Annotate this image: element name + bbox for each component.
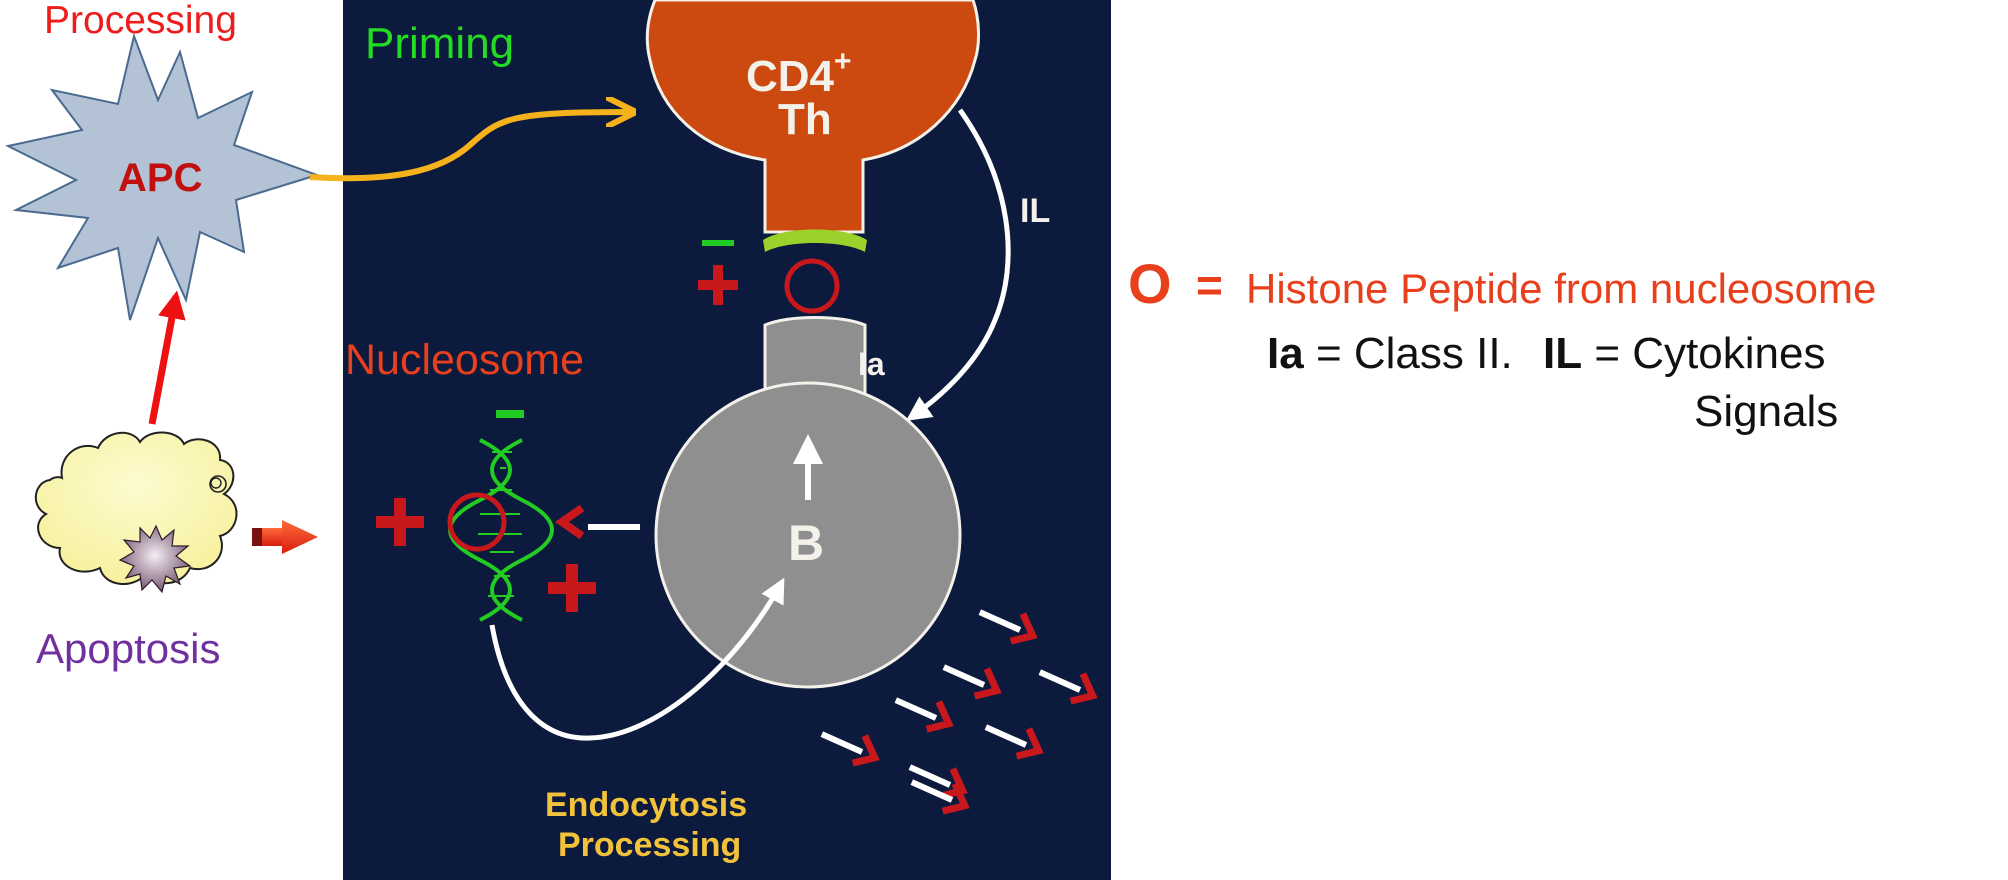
apoptosis-to-apc-arrow xyxy=(148,290,186,425)
legend-il-text: = Cytokines xyxy=(1594,329,1826,378)
processing-panel-label: Processing xyxy=(558,826,742,864)
priming-arrow xyxy=(309,112,630,182)
endocytosis-arrow xyxy=(489,577,785,741)
cd4-label: CD4+ xyxy=(746,47,852,99)
apc-label: APC xyxy=(118,156,203,200)
th-label: Th xyxy=(778,95,832,144)
nucleosome xyxy=(376,410,596,622)
free-antibodies xyxy=(820,609,1098,815)
legend-il-bold: IL xyxy=(1543,329,1583,378)
ia-label: Ia xyxy=(858,346,885,382)
apc-starburst xyxy=(5,32,321,321)
legend-signals: Signals xyxy=(1694,387,1839,436)
il-arrow xyxy=(905,108,1011,421)
b-cell-receptor xyxy=(555,504,640,540)
legend-o-equals: = xyxy=(1196,259,1223,311)
cd4-th-cell xyxy=(645,0,980,252)
endocytosis-label: Endocytosis xyxy=(545,786,748,824)
histone-peptide-top xyxy=(698,240,840,314)
legend-ia-text: = Class II. xyxy=(1315,329,1513,378)
nucleosome-label: Nucleosome xyxy=(345,336,584,384)
apoptotic-cell xyxy=(35,431,238,594)
legend-ia-bold: Ia xyxy=(1267,329,1304,378)
apoptosis-label: Apoptosis xyxy=(36,625,221,672)
b-label: B xyxy=(788,515,825,571)
b-cell xyxy=(654,316,962,689)
legend-histone-text: Histone Peptide from nucleosome xyxy=(1246,265,1877,312)
legend-o-symbol: O xyxy=(1128,252,1172,315)
apoptosis-to-panel-arrow xyxy=(252,520,318,554)
cd4-plus-superscript: + xyxy=(834,45,852,78)
processing-label: Processing xyxy=(44,0,237,42)
cd4-text: CD4 xyxy=(746,52,835,101)
priming-label: Priming xyxy=(365,19,515,68)
il-label: IL xyxy=(1020,192,1051,230)
legend-ia-line: Ia = Class II. IL = Cytokines xyxy=(1267,332,1825,376)
